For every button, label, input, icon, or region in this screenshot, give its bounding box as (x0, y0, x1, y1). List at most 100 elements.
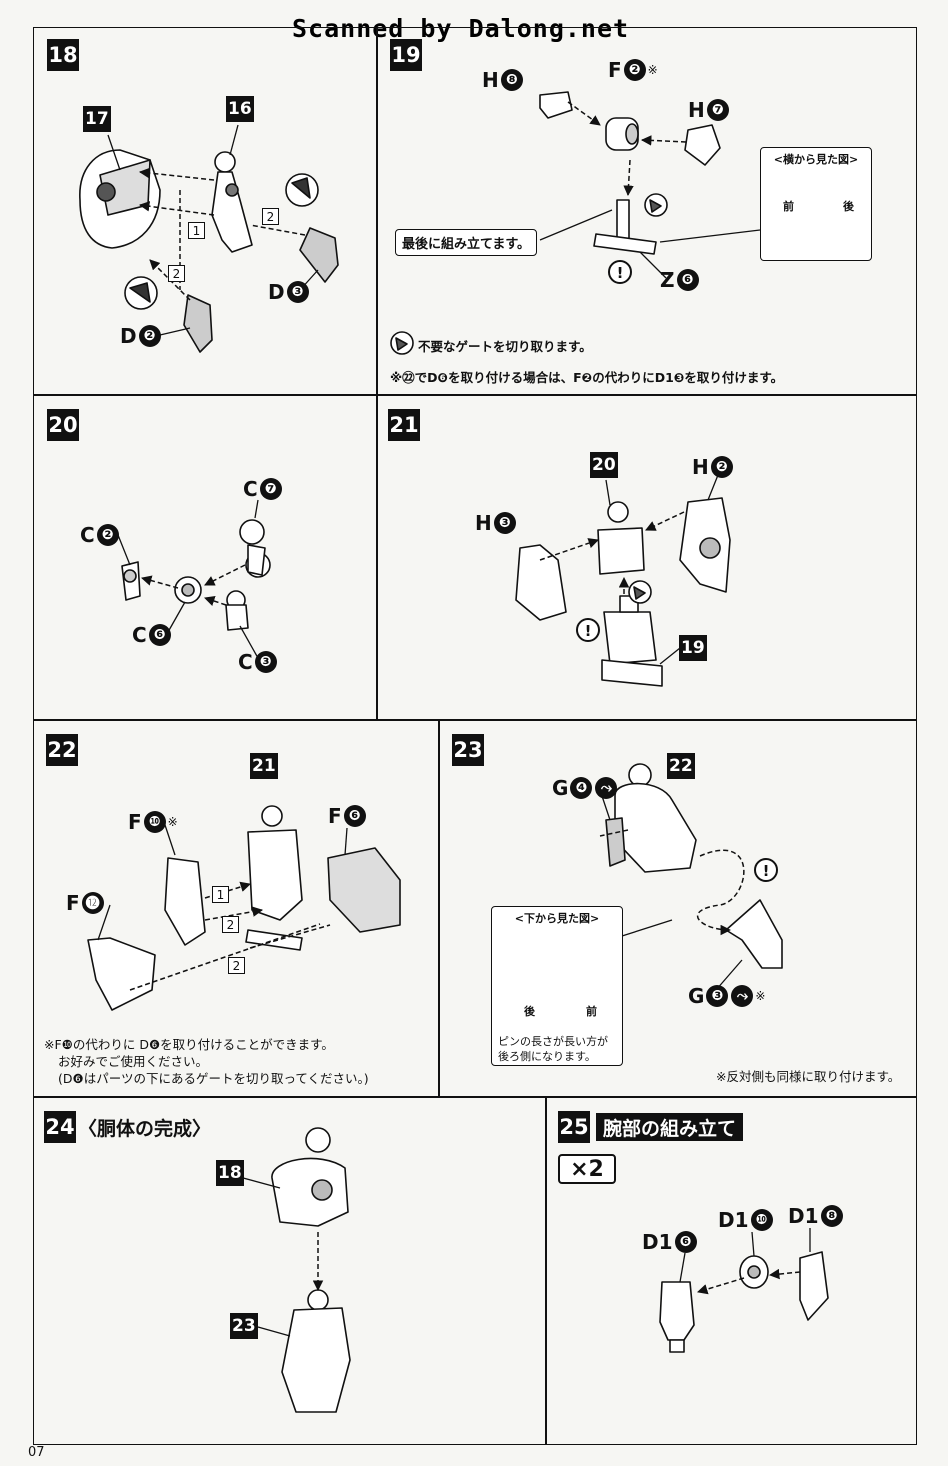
step23-torso-22 (614, 763, 697, 873)
step-25-multiplier: ×2 (558, 1154, 616, 1184)
step-23-number: 23 (452, 734, 484, 766)
svg-text:!: ! (585, 622, 592, 640)
scan-watermark: Scanned by Dalong.net (292, 14, 630, 43)
step-19-replace-note: ※㉒でD❻を取り付ける場合は、F❷の代わりにD1❸を取り付けます。 (390, 370, 784, 385)
col-divider-3 (545, 1096, 547, 1445)
step-19-callout: 最後に組み立てます。 (395, 229, 538, 256)
step-18-ref-16: 16 (226, 96, 254, 122)
step-25-number: 25 (558, 1111, 590, 1143)
step21-frame-20 (597, 501, 645, 575)
step-23-other-side-note: ※反対側も同様に取り付けます。 (716, 1069, 901, 1084)
step19-part-h7 (684, 124, 721, 166)
step19-gate-icon (390, 193, 668, 355)
step20-part-c7 (239, 519, 271, 578)
step-21-ref-20: 20 (590, 452, 618, 478)
step-24-number: 24 (44, 1111, 76, 1143)
step23-part-g3 (725, 899, 783, 969)
col-divider-1 (376, 27, 378, 719)
step18-plate-d3 (299, 227, 339, 283)
step-19-side-view-inset: <横から見た図> 前 後 (760, 147, 872, 261)
step-22-note-line-2: お好みでご使用ください。 (58, 1054, 209, 1069)
step-19-inset-front: 前 (783, 200, 794, 213)
step-23-inset-back: 後 (524, 1005, 535, 1018)
step-19-inset-title: <横から見た図> (773, 153, 859, 166)
step20-part-c2 (121, 561, 141, 601)
step-18-number: 18 (47, 39, 79, 71)
step-18-ref-17: 17 (83, 106, 111, 132)
step-23-ref-22: 22 (667, 753, 695, 779)
row-divider-1 (33, 394, 917, 396)
step24-upper-torso (271, 1127, 349, 1227)
step-22-order-1: 1 (212, 886, 229, 903)
step18-torso-part (79, 149, 161, 249)
step-19-number: 19 (390, 39, 422, 71)
step25-part-d10 (739, 1255, 769, 1289)
step25-part-d16 (659, 1281, 695, 1353)
step-23-inset-caption-1: ピンの長さが長い方が (498, 1035, 608, 1048)
step-25-title: 腕部の組み立て (596, 1113, 744, 1141)
step23-part-g4 (605, 817, 626, 867)
step-23-inset-front: 前 (586, 1005, 597, 1018)
step19-part-z6 (593, 199, 657, 255)
svg-text:!: ! (763, 862, 770, 880)
step-20-number: 20 (47, 409, 79, 441)
step18-frame-part (211, 151, 253, 253)
step-24-ref-23: 23 (230, 1313, 258, 1339)
step-18-order-1: 1 (188, 222, 205, 239)
step-23-inset-caption-2: 後ろ側になります。 (498, 1050, 596, 1063)
step-23-inset-title: <下から見た図> (514, 912, 600, 925)
step18-plate-d2 (183, 294, 213, 353)
step-22-note-line-1: ※F❿の代わりに D❻を取り付けることができます。 (44, 1037, 334, 1052)
step25-part-d18 (799, 1251, 829, 1321)
step-18-order-2b: 2 (168, 265, 185, 282)
step-23-bottom-view-inset: <下から見た図> 後 前 ピンの長さが長い方が 後ろ側になります。 (491, 906, 623, 1066)
step21-part-h3 (515, 544, 567, 621)
step-22-order-2b: 2 (228, 957, 245, 974)
col-divider-2 (438, 719, 440, 1096)
step22-part-f12 (87, 937, 156, 1011)
step-22-note-line-3: (D❻はパーツの下にあるゲートを切り取ってください。) (58, 1071, 369, 1086)
step24-lower-torso (281, 1289, 351, 1413)
step19-part-f2 (605, 117, 639, 151)
step21-part-h2 (679, 497, 731, 593)
step-19-gate-note: 不要なゲートを切り取ります。 (418, 339, 592, 354)
step20-part-c6 (174, 576, 202, 604)
step-24-ref-18: 18 (216, 1160, 244, 1186)
step-19-inset-back: 後 (843, 200, 854, 213)
row-divider-3 (33, 1096, 917, 1098)
step-21-ref-19: 19 (679, 635, 707, 661)
svg-text:!: ! (617, 264, 624, 282)
step-22-order-2a: 2 (222, 916, 239, 933)
step22-part-f6 (327, 847, 401, 933)
step21-block-19 (601, 595, 663, 687)
page-frame (33, 27, 917, 1445)
step-24-title: 〈胴体の完成〉 (78, 1118, 212, 1140)
step-18-order-2a: 2 (262, 208, 279, 225)
step-22-ref-21: 21 (250, 753, 278, 779)
row-divider-2 (33, 719, 917, 721)
step22-part-f10 (164, 857, 206, 946)
step20-part-c3 (225, 590, 249, 631)
step-21-number: 21 (388, 409, 420, 441)
step22-body-21 (247, 805, 303, 921)
